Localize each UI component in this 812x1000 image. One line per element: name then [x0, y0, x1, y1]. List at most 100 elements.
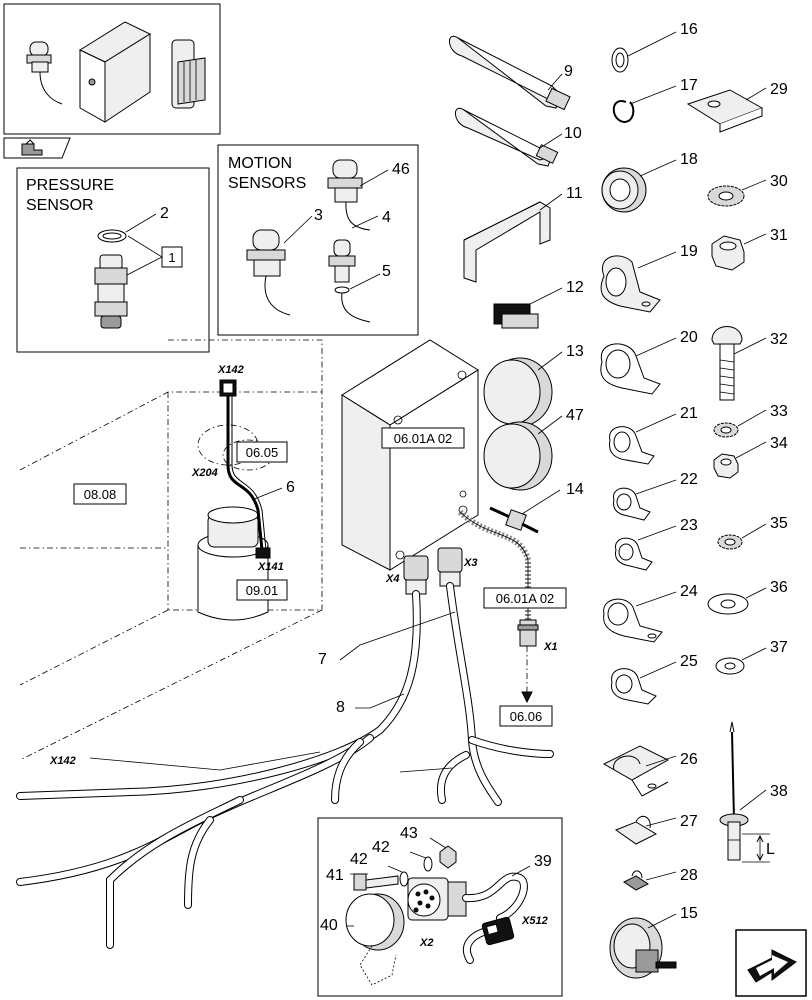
callout-33: 33	[770, 403, 788, 420]
overview-thumbnail[interactable]	[3, 3, 221, 135]
connector-x142-left: X142	[49, 755, 76, 767]
callout-22: 22	[680, 471, 698, 488]
ref-box-0901[interactable]	[236, 579, 288, 601]
connector-x1: X1	[543, 641, 557, 653]
ref-box-0601a02-box[interactable]	[381, 427, 465, 449]
clip-28-part	[623, 870, 649, 891]
callout-18: 18	[680, 151, 698, 168]
motion-sensors-title-1: MOTION	[228, 155, 292, 172]
cable-8-part	[16, 555, 429, 949]
nut-31-part	[711, 235, 745, 271]
callout-12: 12	[566, 279, 584, 296]
ref-0606[interactable]: 06.06	[510, 709, 543, 724]
callout-40: 40	[320, 917, 338, 934]
callout-37: 37	[770, 639, 788, 656]
flat-washer-36-part	[707, 593, 749, 615]
nut-34-part	[713, 453, 739, 479]
control-box-part	[341, 339, 479, 571]
connector-detail-panel: 41 42 42 43 39 40 X2 X512	[317, 817, 563, 997]
callout-10: 10	[564, 125, 582, 142]
pressure-sensor-title-2: SENSOR	[26, 197, 94, 214]
circlip-17-part	[612, 100, 635, 124]
motion-sensor-5-part	[328, 239, 371, 323]
motion-sensors-panel: MOTION SENSORS 46 3 4	[217, 144, 419, 336]
cap-13-part	[483, 357, 553, 427]
lock-washer-30-part	[707, 185, 745, 207]
cable-tie-10-part	[455, 107, 559, 167]
clamp-19-part	[600, 255, 661, 313]
ref-box-0606[interactable]	[499, 705, 553, 727]
rivet-38-part	[719, 721, 749, 861]
ref-0901[interactable]: 09.01	[246, 583, 279, 598]
harness-6-part	[219, 379, 271, 559]
callout-6: 6	[286, 479, 295, 496]
callout-35: 35	[770, 515, 788, 532]
callout-15: 15	[680, 905, 698, 922]
ref-box-0605[interactable]	[236, 441, 288, 463]
kit-label: 1	[168, 250, 175, 265]
connector-x3: X3	[463, 557, 477, 569]
pressure-sensor-title-1: PRESSURE	[26, 177, 114, 194]
nav-back-button[interactable]	[3, 137, 71, 159]
machine-outline	[19, 339, 323, 761]
flat-washer-37-part	[715, 657, 745, 675]
callout-19: 19	[680, 243, 698, 260]
next-page-button[interactable]	[735, 929, 807, 997]
callout-3: 3	[314, 207, 323, 224]
callout-46: 46	[392, 161, 410, 178]
callout-4: 4	[382, 209, 391, 226]
callout-38: 38	[770, 783, 788, 800]
cable-7-part	[399, 547, 554, 806]
callout-42a: 42	[350, 851, 368, 868]
plug-12-part	[493, 303, 539, 329]
next-page-arrow-icon	[747, 949, 797, 983]
callout-5: 5	[382, 263, 391, 280]
callout-23: 23	[680, 517, 698, 534]
ref-0601a02-box[interactable]: 06.01A 02	[394, 431, 453, 446]
lock-washer-35-part	[717, 534, 743, 550]
callout-26: 26	[680, 751, 698, 768]
callout-14: 14	[566, 481, 584, 498]
stud-14-part	[489, 506, 539, 534]
connector-x141: X141	[257, 561, 284, 573]
callout-28: 28	[680, 867, 698, 884]
clamp-24-part	[603, 598, 663, 643]
callout-11: 11	[566, 185, 583, 202]
overview-sensor-icon	[26, 41, 63, 105]
callout-47: 47	[566, 407, 584, 424]
ref-0601a02-cable[interactable]: 06.01A 02	[496, 591, 555, 606]
callout-29: 29	[770, 81, 788, 98]
callout-9: 9	[564, 63, 573, 80]
callout-41: 41	[326, 867, 344, 884]
dimension-label-l: L	[766, 841, 775, 858]
callout-21: 21	[680, 405, 698, 422]
callout-13: 13	[566, 343, 584, 360]
connector-x4: X4	[385, 573, 399, 585]
grommet-18-part	[601, 167, 647, 213]
clamp-25-part	[611, 668, 657, 705]
callout-16: 16	[680, 21, 698, 38]
ref-0808[interactable]: 08.08	[84, 487, 117, 502]
clip-26-part	[602, 745, 670, 797]
clip-27-part	[614, 815, 658, 845]
callout-25: 25	[680, 653, 698, 670]
pressure-sensor-panel: PRESSURE SENSOR 1 2	[16, 167, 210, 353]
connector-x142-top: X142	[217, 364, 244, 376]
motion-sensor-46-part	[327, 159, 371, 231]
callout-24: 24	[680, 583, 698, 600]
callout-32: 32	[770, 331, 788, 348]
clamp-20-part	[600, 343, 661, 395]
callout-30: 30	[770, 173, 788, 190]
cable-tie-9-part	[449, 35, 571, 111]
callout-7: 7	[318, 651, 327, 668]
cable-x1-part	[457, 509, 539, 647]
callout-42b: 42	[372, 839, 390, 856]
callout-8: 8	[336, 699, 345, 716]
ref-box-0601a02-cable[interactable]	[483, 587, 567, 609]
connector-x512: X512	[521, 915, 548, 927]
ref-box-0808[interactable]	[73, 483, 127, 505]
callout-2: 2	[160, 205, 169, 222]
ref-0605[interactable]: 06.05	[246, 445, 279, 460]
clamp-22-part	[613, 487, 651, 521]
